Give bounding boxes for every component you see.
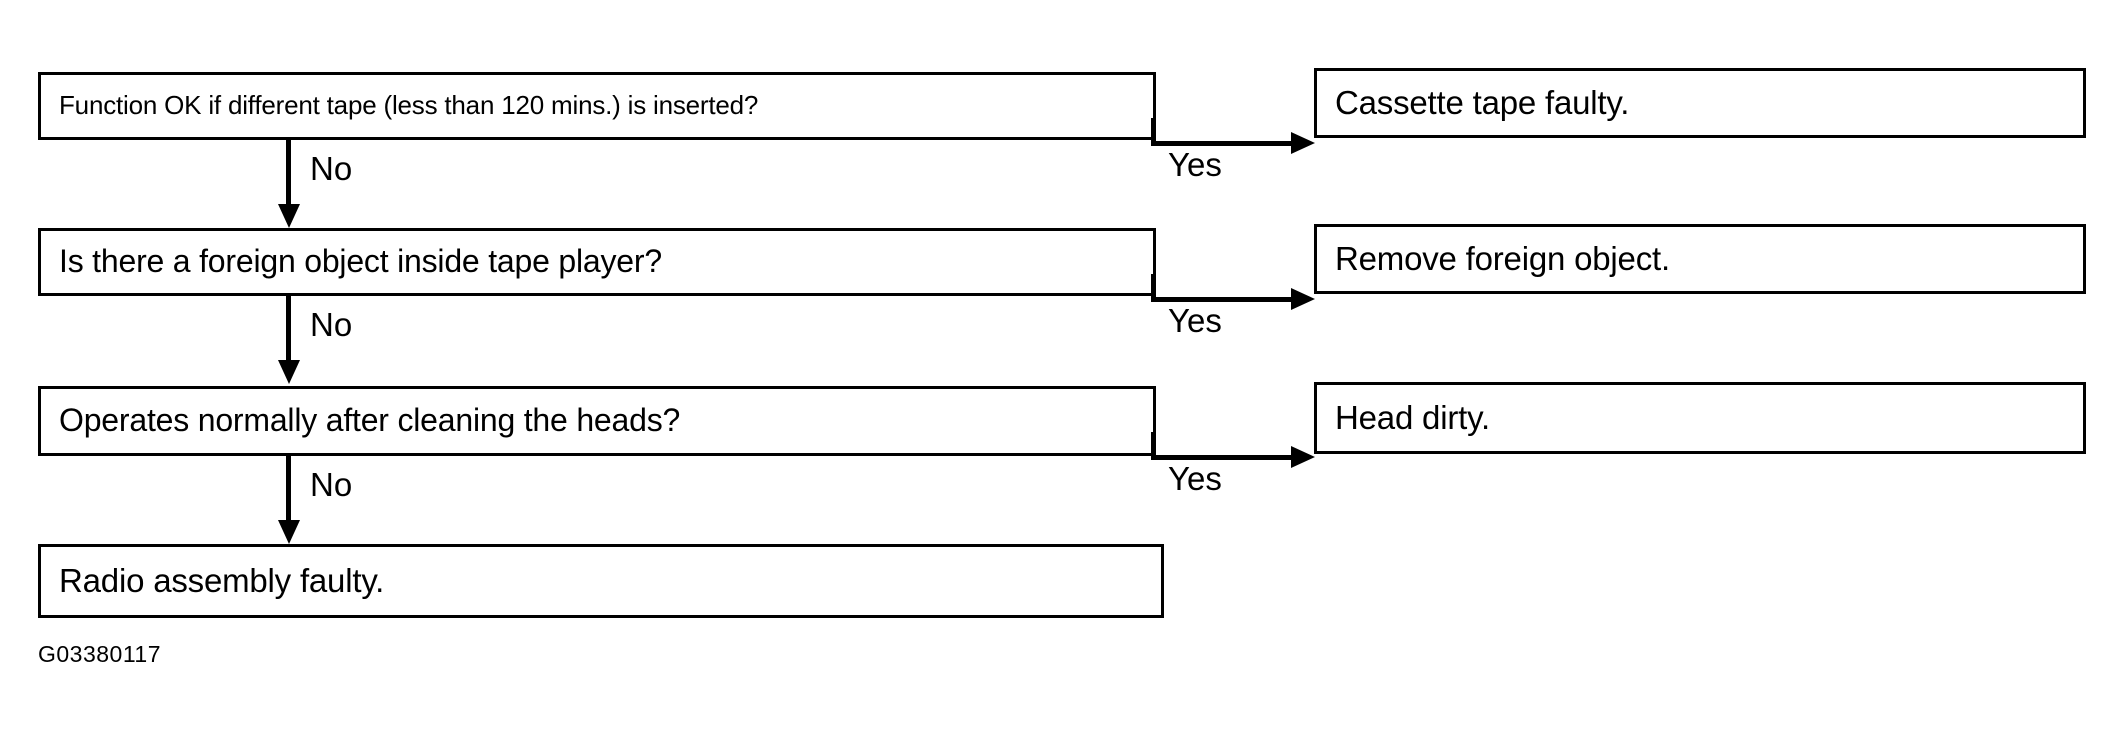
connector-no-2-stem bbox=[286, 296, 291, 362]
edge-label-no-2: No bbox=[310, 306, 353, 343]
connector-yes-2-arrowhead bbox=[1291, 288, 1315, 310]
question-box-2-text: Is there a foreign object inside tape pl… bbox=[59, 243, 662, 280]
result-box-1: Cassette tape faulty. bbox=[1314, 68, 2086, 138]
final-result-box: Radio assembly faulty. bbox=[38, 544, 1164, 618]
connector-yes-1-arrowhead bbox=[1291, 132, 1315, 154]
connector-yes-1-stem bbox=[1151, 141, 1297, 146]
connector-yes-2-drop bbox=[1151, 274, 1156, 302]
question-box-2: Is there a foreign object inside tape pl… bbox=[38, 228, 1156, 296]
connector-yes-2-stem bbox=[1151, 297, 1297, 302]
edge-label-yes-2: Yes bbox=[1168, 302, 1222, 339]
question-box-1: Function OK if different tape (less than… bbox=[38, 72, 1156, 140]
result-box-3-text: Head dirty. bbox=[1335, 398, 1490, 436]
question-box-3-text: Operates normally after cleaning the hea… bbox=[59, 402, 681, 439]
edge-label-yes-1: Yes bbox=[1168, 146, 1222, 183]
connector-yes-3-drop bbox=[1151, 432, 1156, 460]
result-box-2-text: Remove foreign object. bbox=[1335, 239, 1670, 277]
connector-no-1-arrowhead bbox=[278, 204, 300, 228]
edge-label-no-3: No bbox=[310, 466, 353, 503]
connector-no-2-arrowhead bbox=[278, 360, 300, 384]
connector-no-3-arrowhead bbox=[278, 520, 300, 544]
final-result-box-text: Radio assembly faulty. bbox=[59, 561, 385, 599]
result-box-2: Remove foreign object. bbox=[1314, 224, 2086, 294]
result-box-3: Head dirty. bbox=[1314, 382, 2086, 454]
question-box-3: Operates normally after cleaning the hea… bbox=[38, 386, 1156, 456]
edge-label-yes-3: Yes bbox=[1168, 460, 1222, 497]
connector-yes-3-arrowhead bbox=[1291, 446, 1315, 468]
question-box-1-text: Function OK if different tape (less than… bbox=[59, 90, 759, 121]
connector-no-3-stem bbox=[286, 456, 291, 522]
result-box-1-text: Cassette tape faulty. bbox=[1335, 83, 1630, 121]
edge-label-no-1: No bbox=[310, 150, 353, 187]
figure-caption: G03380117 bbox=[38, 641, 162, 667]
connector-no-1-stem bbox=[286, 140, 291, 208]
connector-yes-1-drop bbox=[1151, 118, 1156, 146]
connector-yes-3-stem bbox=[1151, 455, 1297, 460]
